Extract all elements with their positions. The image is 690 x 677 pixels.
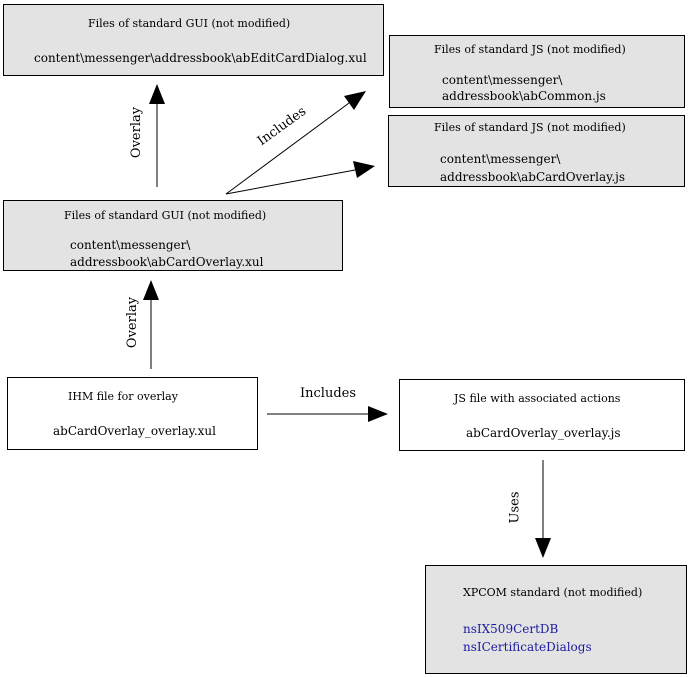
box-ab-card-overlay-js: Files of standard JS (not modified) cont… xyxy=(388,115,685,187)
ab-card-overlay-xul-line2: addressbook\abCardOverlay.xul xyxy=(70,255,264,269)
box-ihm-overlay: IHM file for overlay abCardOverlay_overl… xyxy=(7,377,258,450)
ab-card-overlay-xul-title: Files of standard GUI (not modified) xyxy=(64,209,267,222)
label-includes-horizontal: Includes xyxy=(300,386,357,401)
edit-card-dialog-title: Files of standard GUI (not modified) xyxy=(88,17,291,30)
box-ab-common: Files of standard JS (not modified) cont… xyxy=(389,35,685,108)
ihm-overlay-title: IHM file for overlay xyxy=(68,390,178,403)
xpcom-item-cert-db: nsIX509CertDB xyxy=(463,622,559,636)
edit-card-dialog-file: content\messenger\addressbook\abEditCard… xyxy=(34,51,367,65)
ihm-overlay-file: abCardOverlay_overlay.xul xyxy=(53,424,216,438)
ab-card-overlay-js-title: Files of standard JS (not modified) xyxy=(434,121,626,134)
arrow-includes-common-line xyxy=(225,102,350,195)
ab-card-overlay-js-line1: content\messenger\ xyxy=(440,152,561,166)
ab-common-title: Files of standard JS (not modified) xyxy=(434,43,626,56)
ab-card-overlay-xul-line1: content\messenger\ xyxy=(70,238,191,252)
ab-common-line1: content\messenger\ xyxy=(442,73,563,87)
box-ab-card-overlay-xul: Files of standard GUI (not modified) con… xyxy=(3,200,343,271)
arrow-uses-head xyxy=(535,538,551,558)
xpcom-title: XPCOM standard (not modified) xyxy=(463,586,643,599)
arrow-includes-horiz-head xyxy=(368,406,388,422)
arrow-overlay-top-head xyxy=(149,84,165,104)
box-edit-card-dialog: Files of standard GUI (not modified) con… xyxy=(3,4,384,76)
arrow-includes-cardjs-line xyxy=(225,169,356,195)
xpcom-item-cert-dialogs: nsICertificateDialogs xyxy=(463,640,592,654)
js-actions-file: abCardOverlay_overlay.js xyxy=(466,426,621,440)
arrow-overlay-bottom-head xyxy=(143,280,159,300)
ab-card-overlay-js-line2: addressbook\abCardOverlay.js xyxy=(440,170,626,184)
label-overlay-bottom: Overlay xyxy=(125,296,141,349)
js-actions-title: JS file with associated actions xyxy=(454,392,621,405)
box-xpcom: XPCOM standard (not modified) nsIX509Cer… xyxy=(425,565,687,674)
box-js-actions: JS file with associated actions abCardOv… xyxy=(399,379,685,451)
label-uses: Uses xyxy=(507,491,523,524)
label-overlay-top: Overlay xyxy=(129,106,145,159)
arrow-includes-common-head xyxy=(344,91,366,110)
ab-common-line2: addressbook\abCommon.js xyxy=(442,89,606,103)
arrow-includes-cardjs-head xyxy=(353,161,375,178)
